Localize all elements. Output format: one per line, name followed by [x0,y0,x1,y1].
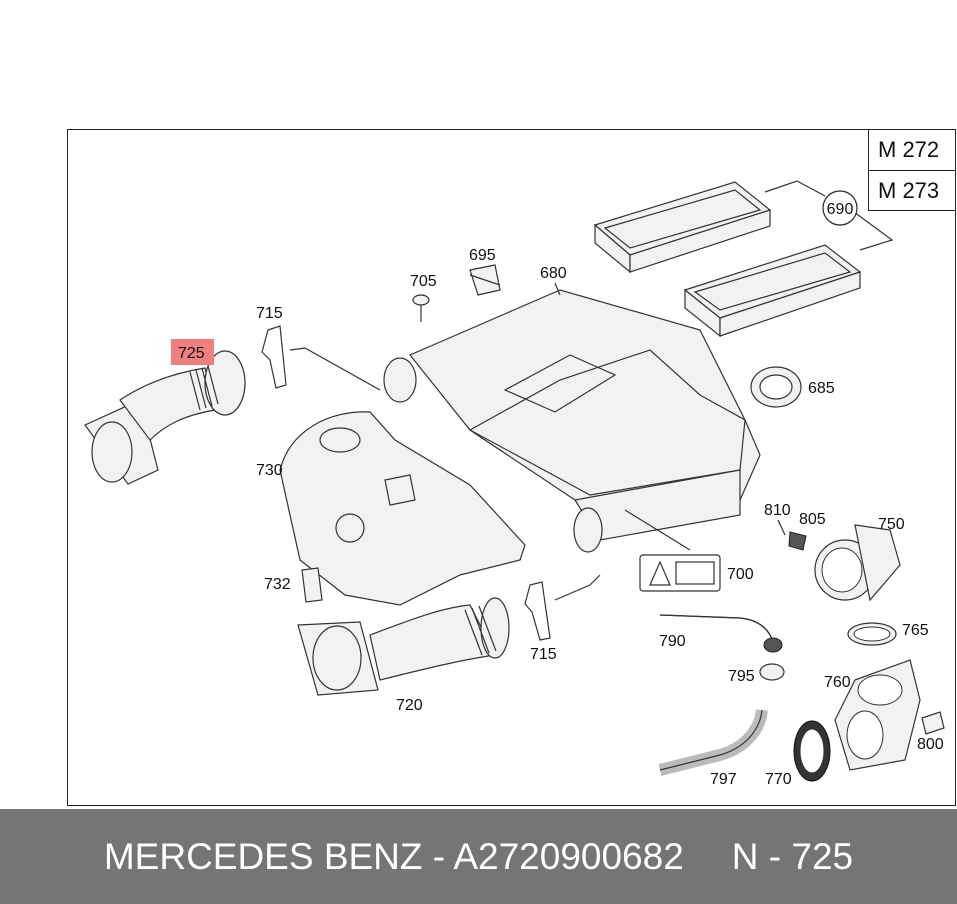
seal-715-upper[interactable] [261,325,287,389]
hose-790[interactable] [659,614,783,653]
callout-730: 730 [256,462,283,479]
leader-715-lower [554,574,601,601]
leader-680 [554,282,561,296]
callout-680: 680 [540,265,567,282]
callout-800: 800 [917,736,944,753]
footer-position-ref: N - 725 [731,835,854,877]
callout-750: 750 [878,516,905,533]
callout-715-upper: 715 [256,305,283,322]
sleeve-800[interactable] [921,711,945,735]
callout-797: 797 [710,771,737,788]
clip-695[interactable] [469,264,501,296]
callout-765: 765 [902,622,929,639]
callout-705: 705 [410,273,437,290]
screw-705[interactable] [412,294,430,322]
air-mass-sensor-750[interactable] [814,524,901,602]
intake-hose-720[interactable] [297,597,510,696]
callout-695: 695 [469,247,496,264]
callout-760: 760 [824,674,851,691]
sensor-805[interactable] [788,531,807,551]
leader-690-a [764,180,826,197]
callout-700: 700 [727,566,754,583]
callout-732: 732 [264,576,291,593]
air-filter-element-lower[interactable] [683,244,862,338]
callout-720: 720 [396,697,423,714]
clip-732[interactable] [301,567,323,603]
callout-810: 810 [764,502,791,519]
callout-690: 690 [827,201,854,218]
callout-795: 795 [728,668,755,685]
callout-715-lower: 715 [530,646,557,663]
air-filter-housing[interactable] [383,289,761,553]
callout-790: 790 [659,633,686,650]
air-filter-element-upper[interactable] [593,181,772,274]
footer-part-number: MERCEDES BENZ - A2720900682 [103,835,684,877]
callout-770: 770 [765,771,792,788]
throttle-housing-760[interactable] [834,659,921,771]
callout-685: 685 [808,380,835,397]
engine-code-m273: M 273 [869,170,955,211]
seal-ring-770[interactable] [793,720,831,782]
callout-725: 725 [178,345,205,362]
engine-code-box: M 272 M 273 [868,129,956,211]
highlight-box-725 [171,339,214,365]
parts-diagram: 690 695 680 705 715 725 685 730 732 720 … [84,180,945,788]
warning-label-700[interactable] [639,554,721,592]
footer-bar: MERCEDES BENZ - A2720900682 N - 725 [0,809,957,904]
part-810[interactable] [777,519,786,536]
clamp-795[interactable] [759,663,785,681]
callout-805: 805 [799,511,826,528]
intake-hose-725[interactable] [84,350,246,485]
hose-797[interactable] [658,709,768,776]
callout-circle-690 [822,190,858,226]
engine-cover-730[interactable] [279,411,526,606]
leader-690-b [853,211,894,251]
diagram-frame [67,129,956,806]
seal-ring-765[interactable] [847,622,897,646]
seal-715-lower[interactable] [524,581,551,641]
leader-715-upper [289,347,381,391]
seal-ring-685[interactable] [750,366,802,408]
engine-code-m272: M 272 [878,137,940,162]
leader-700 [624,509,691,551]
